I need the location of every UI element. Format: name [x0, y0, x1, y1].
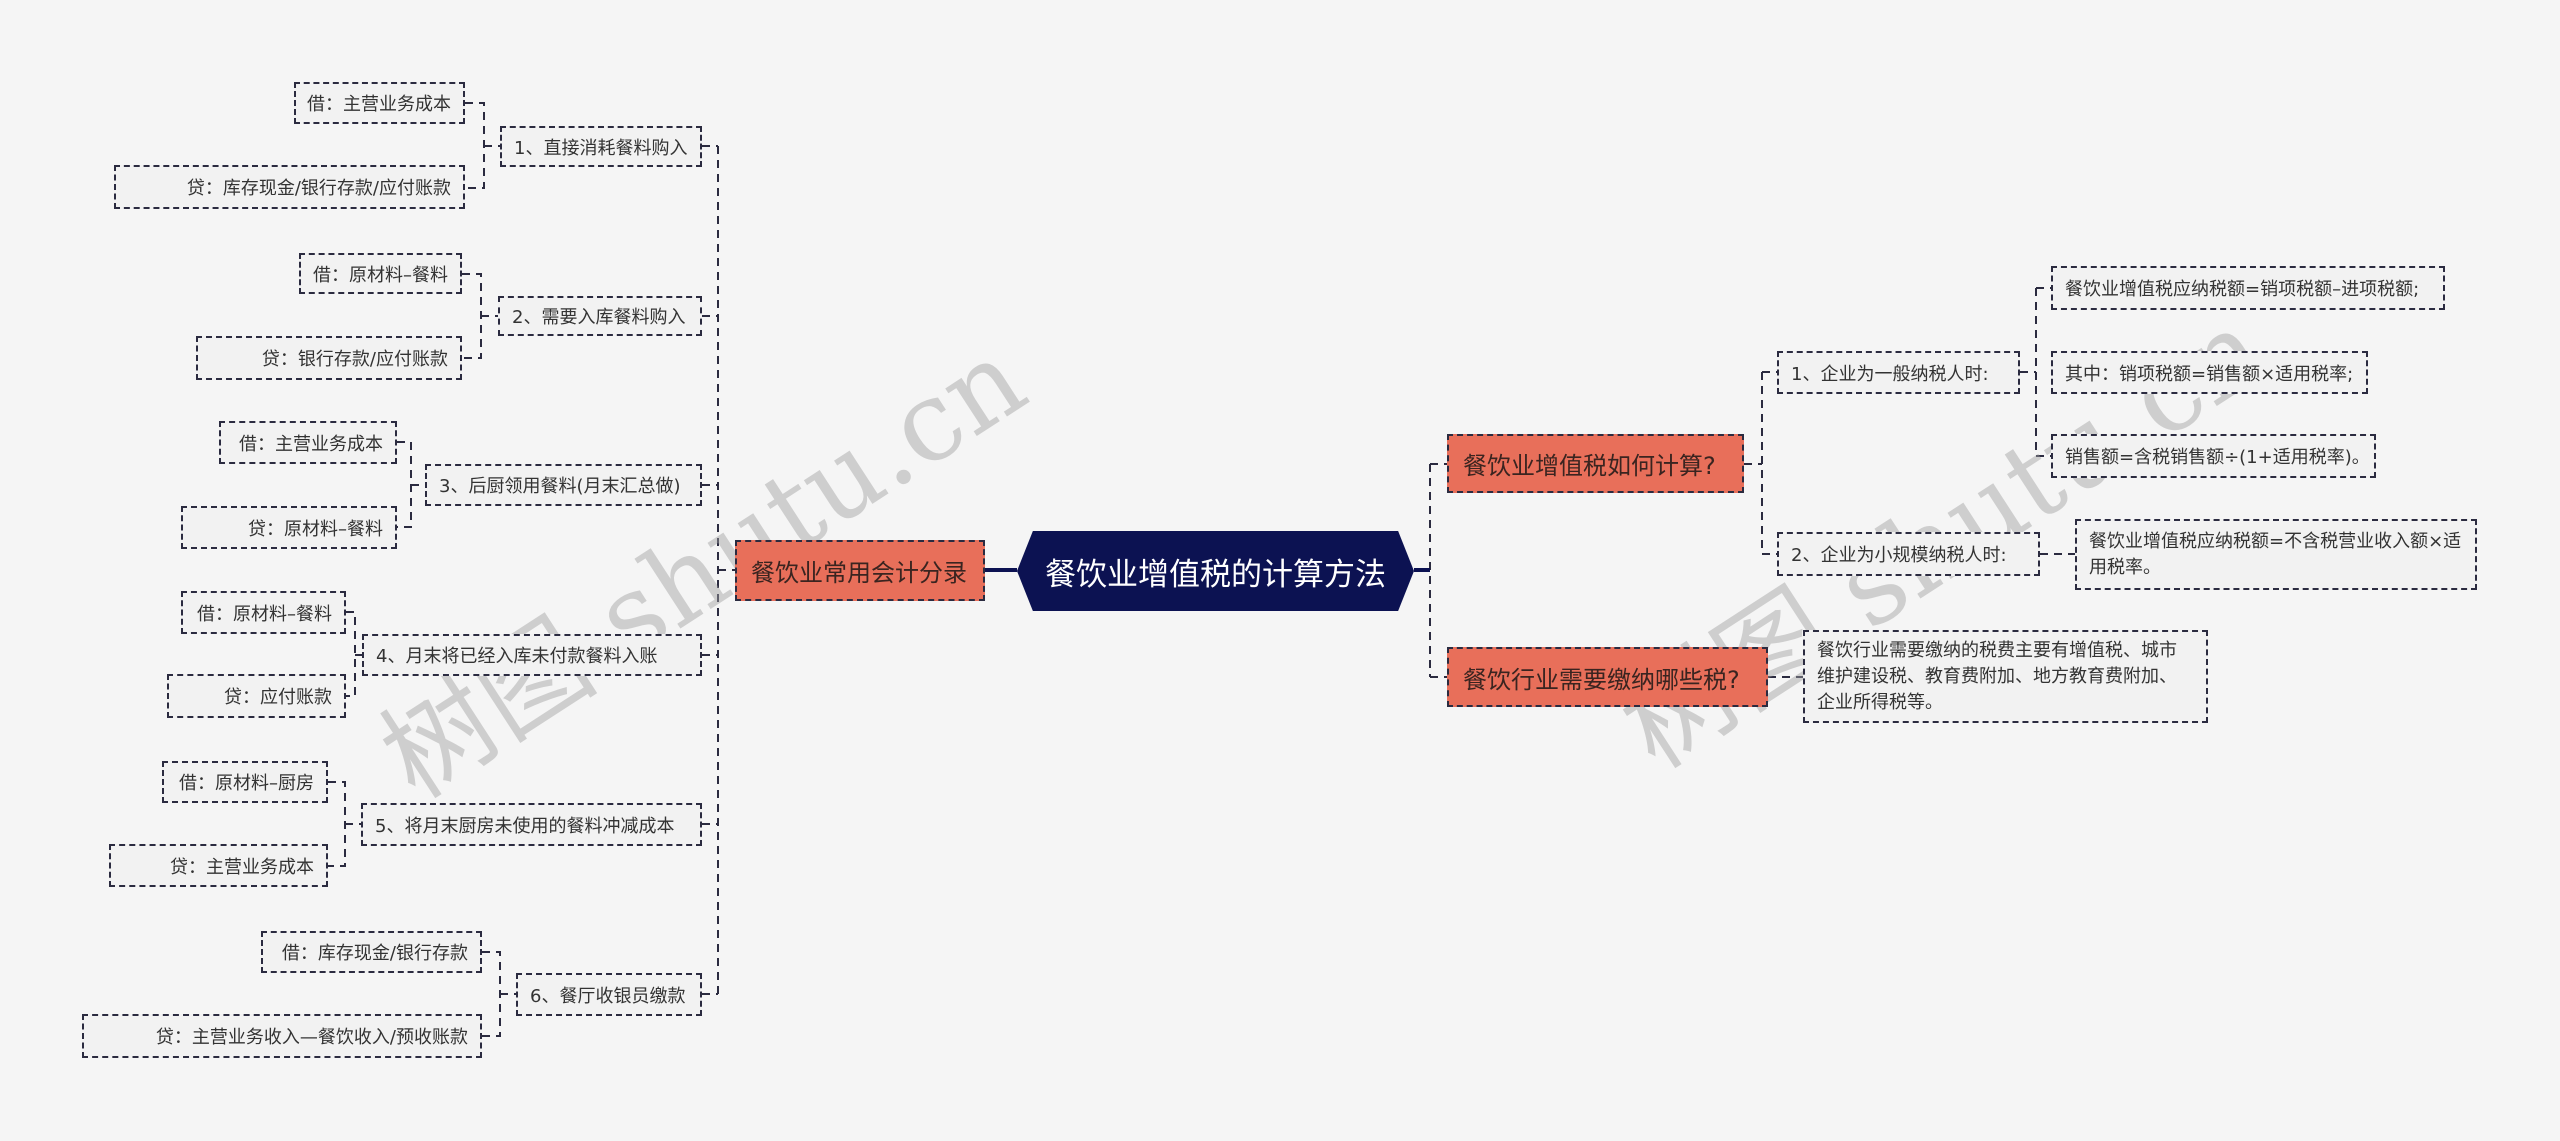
category-vat-calculation[interactable]: 餐饮业增值税如何计算? [1447, 434, 1744, 493]
debit-leaf[interactable]: 借：原材料–餐料 [299, 253, 462, 294]
debit-leaf[interactable]: 借：库存现金/银行存款 [261, 931, 482, 973]
credit-leaf[interactable]: 贷：主营业务收入—餐饮收入/预收账款 [82, 1014, 482, 1058]
debit-leaf[interactable]: 借：主营业务成本 [294, 82, 465, 124]
entry-item[interactable]: 3、后厨领用餐料(月末汇总做) [425, 464, 702, 506]
credit-leaf[interactable]: 贷：应付账款 [167, 674, 346, 718]
formula-leaf[interactable]: 餐饮业增值税应纳税额=销项税额–进项税额; [2051, 266, 2445, 310]
small-taxpayer-node[interactable]: 2、企业为小规模纳税人时: [1777, 532, 2040, 576]
general-taxpayer-node[interactable]: 1、企业为一般纳税人时: [1777, 351, 2020, 394]
entry-item[interactable]: 1、直接消耗餐料购入 [500, 126, 702, 167]
taxes-description[interactable]: 餐饮行业需要缴纳的税费主要有增值税、城市维护建设税、教育费附加、地方教育费附加、… [1803, 630, 2208, 723]
debit-leaf[interactable]: 借：原材料–餐料 [181, 591, 346, 634]
formula-leaf[interactable]: 销售额=含税销售额÷(1+适用税率)。 [2051, 434, 2376, 478]
entry-item[interactable]: 6、餐厅收银员缴款 [516, 973, 702, 1016]
credit-leaf[interactable]: 贷：原材料–餐料 [181, 506, 397, 549]
small-taxpayer-formula[interactable]: 餐饮业增值税应纳税额=不含税营业收入额×适用税率。 [2075, 519, 2477, 590]
entry-item[interactable]: 5、将月末厨房未使用的餐料冲减成本 [361, 803, 702, 846]
entry-item[interactable]: 4、月末将已经入库未付款餐料入账 [362, 634, 702, 676]
credit-leaf[interactable]: 贷：银行存款/应付账款 [196, 336, 462, 380]
debit-leaf[interactable]: 借：主营业务成本 [219, 421, 397, 464]
credit-leaf[interactable]: 贷：主营业务成本 [109, 844, 328, 887]
credit-leaf[interactable]: 贷：库存现金/银行存款/应付账款 [114, 165, 465, 209]
category-taxes-payable[interactable]: 餐饮行业需要缴纳哪些税? [1447, 647, 1768, 707]
debit-leaf[interactable]: 借：原材料–厨房 [162, 761, 328, 803]
root-node[interactable]: 餐饮业增值税的计算方法 [1017, 531, 1414, 611]
category-accounting-entries[interactable]: 餐饮业常用会计分录 [735, 540, 985, 601]
formula-leaf[interactable]: 其中：销项税额=销售额×适用税率; [2051, 351, 2368, 394]
entry-item[interactable]: 2、需要入库餐料购入 [498, 296, 702, 336]
